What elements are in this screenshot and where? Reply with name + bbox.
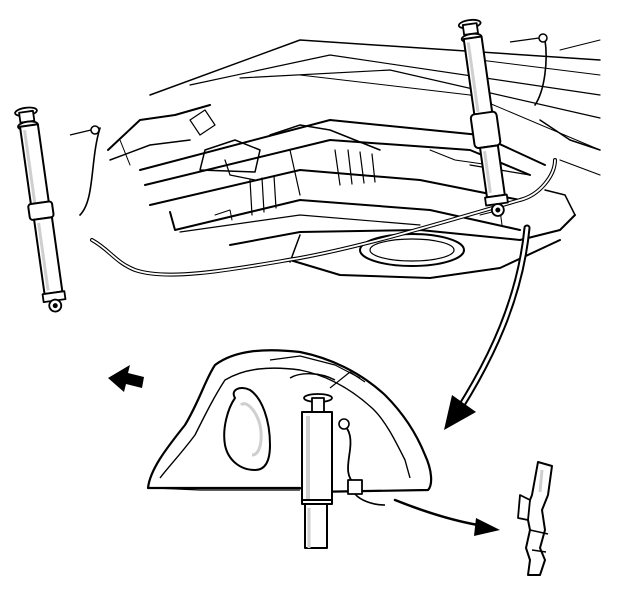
shock-absorber-wiring — [79, 39, 557, 277]
clip-callout-arrow — [393, 498, 500, 536]
rear-shock-absorber-right — [457, 18, 548, 217]
detail-callout-arrow — [444, 224, 531, 430]
direction-arrow — [108, 365, 144, 392]
harness-retainer-clip — [517, 461, 553, 576]
wheelhouse-liner — [146, 349, 433, 494]
rear-shock-absorber-left — [14, 106, 100, 313]
shock-absorber-in-wheelhouse — [301, 393, 386, 549]
